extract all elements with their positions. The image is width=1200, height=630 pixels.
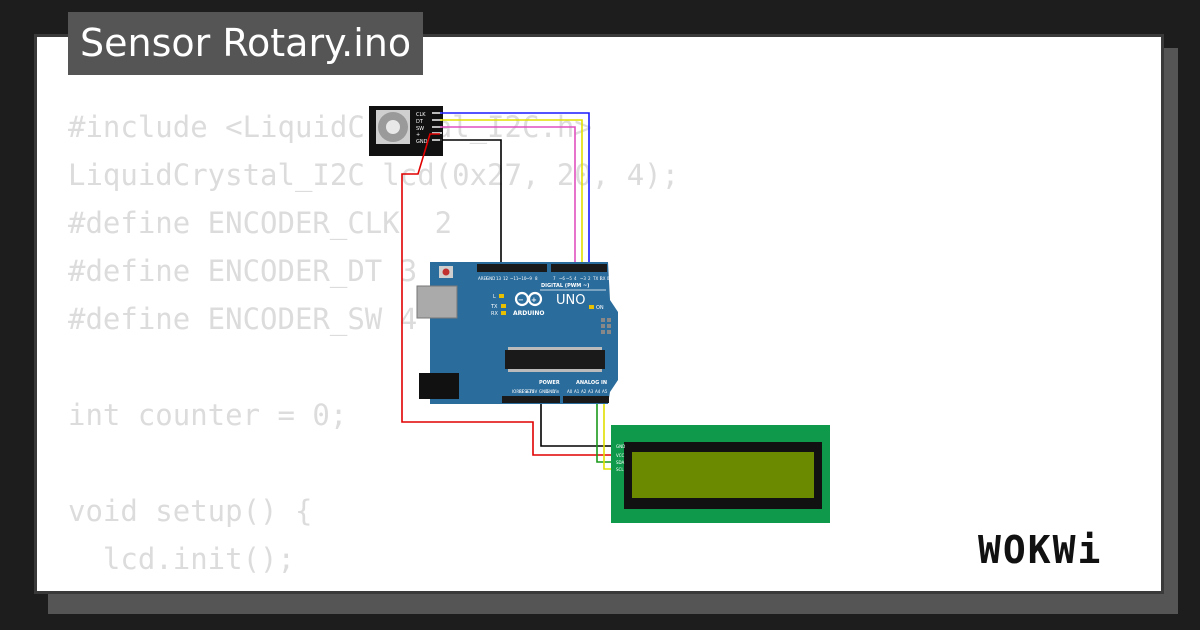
model-label: UNO (556, 293, 585, 308)
led-rx-label: RX (491, 311, 498, 317)
arduino-infinity-logo (514, 291, 543, 307)
code-line: #define ENCODER_SW 4 (68, 302, 418, 336)
led-on (589, 305, 594, 309)
code-line: int counter = 0; (68, 398, 348, 432)
pin-label: GND (486, 276, 495, 281)
pin-label: 8 (535, 276, 538, 281)
lcd-screen (632, 452, 814, 498)
pin-label: A1 (574, 389, 580, 394)
code-line: #define ENCODER_DT 3 (68, 254, 418, 288)
pin-label: A3 (588, 389, 594, 394)
pin-label: 4 (574, 276, 577, 281)
code-line: lcd.init(); (68, 542, 295, 576)
lcd-pin-label: SDA (616, 460, 625, 465)
led-rx (501, 311, 506, 315)
pin-label: A5 (602, 389, 608, 394)
encoder-pin-label: GND (416, 139, 428, 145)
pin-label: ~6 (559, 276, 565, 281)
lcd-pin-label: VCC (616, 453, 625, 458)
code-line: void setup() { (68, 494, 313, 528)
pin-label: AREF (478, 276, 489, 281)
chip-pins (508, 347, 602, 372)
lcd-pin-label: GND (616, 444, 625, 449)
wire-encoder-gnd[interactable] (440, 139, 502, 268)
pin-label: ~9 (526, 276, 532, 281)
reset-button[interactable] (442, 268, 450, 276)
pin-label: RESET (519, 389, 532, 394)
led-tx-label: TX (490, 304, 498, 310)
pin-label: A0 (567, 389, 573, 394)
logo-plus: + (531, 296, 537, 304)
pin-label: 2 (588, 276, 591, 281)
brand-label: ARDUINO (513, 310, 544, 317)
pin-label: IOREF (512, 389, 525, 394)
pin-label: ~3 (580, 276, 586, 281)
digital-pin-labels: AREF GND 13 12 ~11 ~10 ~9 8 7 ~6 ~5 4 ~3… (478, 276, 610, 281)
pin-label: ~5 (566, 276, 572, 281)
wire-sda[interactable] (596, 395, 612, 463)
project-title: Sensor Rotary.ino (68, 12, 424, 75)
rotary-encoder[interactable]: CLK DT SW + GND (369, 106, 443, 156)
led-tx (501, 304, 506, 308)
pin-label: A4 (595, 389, 601, 394)
code-preview: #include <LiquidCrystal_I2C.h>LiquidCrys… (68, 103, 680, 591)
pin-label: RX 0 (600, 276, 610, 281)
pin-label: ~10 (518, 276, 527, 281)
power-jack (419, 373, 459, 399)
pin-label: 13 (496, 276, 502, 281)
wokwi-logo: WOKWi (978, 528, 1103, 572)
lcd-pin-labels: GND VCC SDA SCL (616, 444, 625, 472)
pin-label: GND (539, 389, 548, 394)
pin-label: 5V (532, 389, 538, 394)
pin-label: 3.3V (525, 389, 534, 394)
encoder-pin-label: + (416, 132, 420, 138)
pin-label: A2 (581, 389, 587, 394)
code-line: #define ENCODER_CLK 2 (68, 206, 453, 240)
analog-header (563, 396, 609, 403)
code-line: LiquidCrystal_I2C lcd(0x27, 20, 4); (68, 158, 680, 192)
wire-sw[interactable] (440, 126, 576, 268)
pin-label: Vin (553, 389, 560, 394)
icsp-header (601, 318, 611, 334)
pin-label: TX 1 (592, 276, 602, 281)
encoder-pin-label: DT (416, 119, 424, 125)
analog-label: ANALOG IN (576, 380, 607, 386)
lcd-pin-label: SCL (616, 467, 624, 472)
atmega-chip (505, 350, 605, 369)
encoder-header-pins (432, 112, 442, 141)
pin-label: 7 (553, 276, 556, 281)
encoder-pin-label: SW (416, 126, 424, 132)
wire-clk[interactable] (440, 112, 590, 268)
code-line: lcd.backlight(); (68, 583, 679, 591)
led-l (499, 294, 504, 298)
led-on-label: ON (596, 305, 604, 311)
digital-label: DIGITAL (PWM ~) (541, 283, 589, 289)
pin-label: 12 (503, 276, 509, 281)
wire-scl[interactable] (603, 395, 612, 470)
led-l-label: L (493, 294, 496, 300)
digital-header-left (477, 264, 547, 272)
power-label: POWER (539, 380, 560, 386)
wire-lcd-gnd[interactable] (540, 395, 612, 447)
lcd-display[interactable]: GND VCC SDA SCL (611, 425, 830, 523)
encoder-pin-label: CLK (416, 112, 426, 118)
wire-dt[interactable] (440, 119, 583, 268)
wire-vcc[interactable] (401, 133, 612, 456)
pin-label: ~11 (510, 276, 519, 281)
encoder-shaft (386, 120, 400, 134)
wires (401, 112, 612, 470)
usb-port (416, 285, 458, 319)
arduino-uno[interactable]: AREF GND 13 12 ~11 ~10 ~9 8 7 ~6 ~5 4 ~3… (416, 262, 618, 404)
power-header (502, 396, 560, 403)
pin-label: GND (546, 389, 555, 394)
logo-minus: − (518, 296, 524, 304)
bottom-pin-labels: IOREF RESET 3.3V 5V GND GND Vin A0 A1 A2… (512, 389, 608, 394)
digital-header-right (551, 264, 607, 272)
